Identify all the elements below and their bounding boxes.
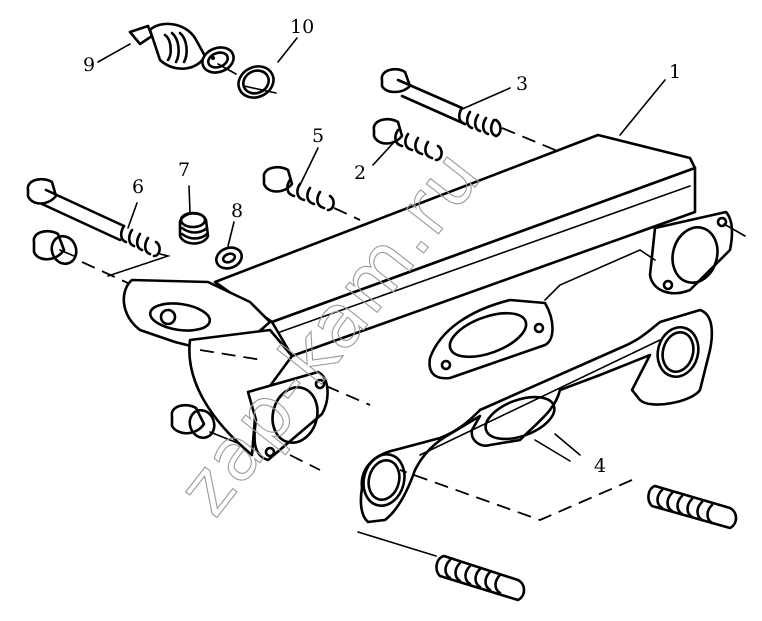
callout-5: 5: [312, 125, 324, 147]
callout-labels: 1 2 3 4 5 6 7 8 9 10: [83, 16, 681, 477]
sensor-part-9: [128, 22, 237, 75]
long-bolt-part-6: [26, 177, 171, 277]
callout-1: 1: [669, 61, 681, 83]
sealing-ring-part-10: [237, 65, 277, 99]
stud-right: [399, 469, 738, 530]
callout-4: 4: [594, 455, 606, 477]
callout-2: 2: [354, 162, 366, 184]
gasket-part-4: [359, 308, 714, 524]
plug-part-7: [178, 211, 210, 245]
callout-6: 6: [132, 176, 144, 198]
manifold-part-1: [122, 133, 746, 462]
stud-lower: [357, 531, 526, 602]
callout-10: 10: [290, 16, 314, 38]
callout-7: 7: [178, 159, 190, 181]
callout-9: 9: [83, 54, 95, 76]
nut-left-lower: [170, 403, 241, 445]
nut-left-upper: [32, 229, 131, 285]
callout-8: 8: [231, 200, 243, 222]
callout-3: 3: [516, 73, 528, 95]
washer-part-8: [215, 246, 243, 270]
bolt-part-5: [262, 165, 361, 221]
long-bolt-part-3: [380, 67, 561, 153]
assembly-lines: [289, 385, 371, 471]
leader-lines: [97, 37, 666, 462]
